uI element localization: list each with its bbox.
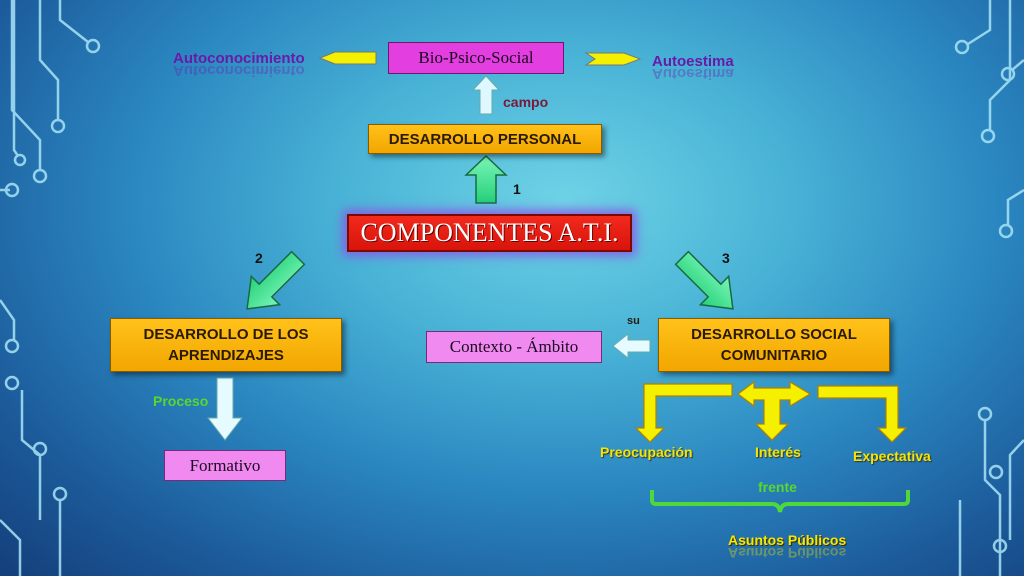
formativo-text: Formativo xyxy=(189,455,261,475)
arrow-down-left-green-2 xyxy=(246,250,306,310)
su-label: su xyxy=(627,315,640,327)
desarrollo-social-box: DESARROLLO SOCIAL COMUNITARIO xyxy=(658,318,890,372)
contexto-ambito-box: Contexto - Ámbito xyxy=(426,331,602,363)
arrow-up-light xyxy=(471,75,501,115)
arrow-left-yellow xyxy=(318,51,377,65)
expectativa-label: Expectativa xyxy=(853,448,931,464)
preocupacion-label: Preocupación xyxy=(600,444,693,460)
arrow-down-right-green-3 xyxy=(674,250,734,310)
formativo-box: Formativo xyxy=(164,450,286,481)
autoconocimiento-label: Autoconocimiento xyxy=(173,50,305,67)
bracket-arrow-interes xyxy=(737,380,812,441)
desarrollo-personal-text: DESARROLLO PERSONAL xyxy=(388,130,582,148)
brace-frente xyxy=(650,490,910,513)
autoestima-label: Autoestima xyxy=(652,53,734,70)
desarrollo-personal-box: DESARROLLO PERSONAL xyxy=(368,124,602,154)
arrow-down-light xyxy=(206,377,244,441)
number-3-label: 3 xyxy=(722,250,730,266)
autoconocimiento-reflection: Autoconocimiento xyxy=(173,62,305,79)
number-2-label: 2 xyxy=(255,250,263,266)
bracket-arrow-expectativa xyxy=(817,385,908,443)
arrow-left-light xyxy=(612,332,651,360)
arrow-right-yellow xyxy=(584,52,642,66)
proceso-label: Proceso xyxy=(153,393,209,409)
number-1-label: 1 xyxy=(513,181,521,197)
desarrollo-aprendizajes-text: DESARROLLO DE LOS APRENDIZAJES xyxy=(143,326,309,364)
bio-psico-social-box: Bio-Psico-Social xyxy=(388,42,564,74)
frente-label: frente xyxy=(758,479,797,495)
bio-psico-social-text: Bio-Psico-Social xyxy=(418,48,534,67)
contexto-ambito-text: Contexto - Ámbito xyxy=(449,337,579,356)
interes-label: Interés xyxy=(755,444,801,460)
campo-label: campo xyxy=(503,94,549,110)
autoestima-reflection: Autoestima xyxy=(652,65,734,82)
asuntos-publicos-label: Asuntos Públicos xyxy=(728,532,847,548)
bracket-arrow-preocupacion xyxy=(634,383,733,443)
desarrollo-social-text: DESARROLLO SOCIAL COMUNITARIO xyxy=(691,326,857,364)
desarrollo-aprendizajes-box: DESARROLLO DE LOS APRENDIZAJES xyxy=(110,318,342,372)
componentes-title: COMPONENTES A.T.I. xyxy=(360,218,619,247)
arrow-up-green-1 xyxy=(464,154,508,204)
asuntos-publicos-reflection: Asuntos Públicos xyxy=(728,545,847,561)
componentes-box: COMPONENTES A.T.I. xyxy=(347,214,632,252)
